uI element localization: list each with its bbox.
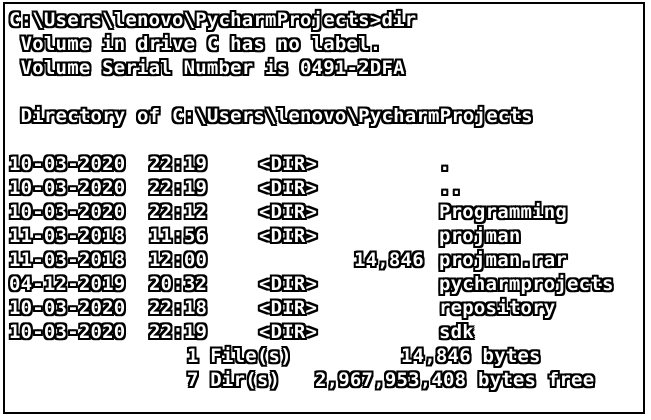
directory-header: Directory of C:\Users\lenovo\PycharmProj… xyxy=(9,105,533,127)
list-item: 11-03-2018 11:56 <DIR> projman xyxy=(9,224,629,248)
file-count: 1 File(s) xyxy=(187,345,292,367)
entry-date: 10-03-2020 xyxy=(9,177,126,199)
list-item: 10-03-2020 22:19 <DIR> .. xyxy=(9,176,629,200)
list-item: 10-03-2020 22:12 <DIR> Programming xyxy=(9,200,629,224)
entry-type: <DIR> xyxy=(259,273,318,295)
entry-type: <DIR> xyxy=(259,297,318,319)
volume-label-line: Volume in drive C has no label. xyxy=(9,33,382,55)
file-summary-line: 1 File(s) 14,846 bytes xyxy=(9,344,629,368)
file-bytes: 14,846 bytes xyxy=(401,345,541,367)
free-bytes: 2,967,953,408 bytes free xyxy=(315,369,595,391)
entry-type: <DIR> xyxy=(259,225,318,247)
entry-name: sdk xyxy=(439,321,474,343)
entry-name: projman xyxy=(439,225,521,247)
volume-serial-line: Volume Serial Number is 0491-2DFA xyxy=(9,57,405,79)
entry-date: 11-03-2018 xyxy=(9,225,126,247)
entry-time: 22:19 xyxy=(149,153,208,175)
entry-name: . xyxy=(439,153,451,175)
entry-time: 22:19 xyxy=(149,321,208,343)
entry-name: Programming xyxy=(439,201,568,223)
command-prompt: C:\Users\lenovo\PycharmProjects>dir xyxy=(9,9,417,31)
list-item: 04-12-2019 20:32 <DIR> pycharmprojects xyxy=(9,272,629,296)
entry-date: 10-03-2020 xyxy=(9,201,126,223)
entry-name: repository xyxy=(439,297,556,319)
entry-size: 14,846 xyxy=(354,249,424,271)
entry-type: <DIR> xyxy=(259,201,318,223)
entry-time: 22:12 xyxy=(149,201,208,223)
dir-count: 7 Dir(s) xyxy=(187,369,281,391)
entry-name: .. xyxy=(439,177,463,199)
entry-time: 11:56 xyxy=(149,225,208,247)
dir-summary-line: 7 Dir(s) 2,967,953,408 bytes free xyxy=(9,368,629,392)
entry-date: 10-03-2020 xyxy=(9,153,126,175)
entry-name: projman.rar xyxy=(439,249,568,271)
entry-type: <DIR> xyxy=(259,153,318,175)
entry-date: 10-03-2020 xyxy=(9,321,126,343)
entry-date: 10-03-2020 xyxy=(9,297,126,319)
list-item: 10-03-2020 22:19 <DIR> . xyxy=(9,152,629,176)
entry-date: 04-12-2019 xyxy=(9,273,126,295)
entry-time: 12:00 xyxy=(149,249,208,271)
list-item: 11-03-2018 12:00 14,846 projman.rar xyxy=(9,248,629,272)
entry-time: 22:19 xyxy=(149,177,208,199)
entry-type: <DIR> xyxy=(259,321,318,343)
entry-type: <DIR> xyxy=(259,177,318,199)
terminal-window[interactable]: C:\Users\lenovo\PycharmProjects>dir Volu… xyxy=(3,2,645,414)
list-item: 10-03-2020 22:18 <DIR> repository xyxy=(9,296,629,320)
entry-time: 20:32 xyxy=(149,273,208,295)
entry-name: pycharmprojects xyxy=(439,273,614,295)
list-item: 10-03-2020 22:19 <DIR> sdk xyxy=(9,320,629,344)
entry-time: 22:18 xyxy=(149,297,208,319)
entry-date: 11-03-2018 xyxy=(9,249,126,271)
